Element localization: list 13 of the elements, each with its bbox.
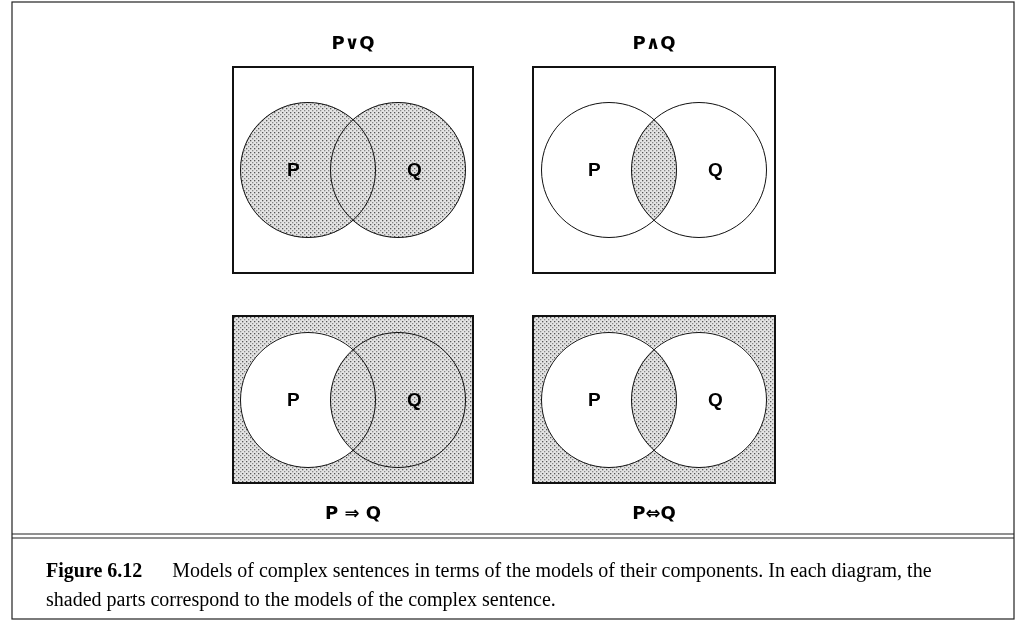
- panel-heading: P ⇒ Q: [323, 502, 383, 523]
- panel-heading: P⇔Q: [631, 502, 677, 523]
- circle-label: Q: [708, 388, 723, 411]
- circle-label: P: [287, 388, 300, 411]
- circle-label: P: [588, 159, 601, 181]
- circle-label: Q: [407, 388, 422, 411]
- circle-label: P: [588, 388, 601, 411]
- circle-label: Q: [407, 159, 422, 181]
- panel-heading: P∧Q: [631, 32, 677, 53]
- figure-caption: Figure 6.12 Models of complex sentences in terms of the models of their components. In each diagram, the shaded parts correspond to the models of the complex sentence.: [46, 558, 933, 613]
- panel-heading: P∨Q: [330, 32, 376, 53]
- circle-label: P: [287, 159, 300, 181]
- circle-label: Q: [708, 159, 723, 181]
